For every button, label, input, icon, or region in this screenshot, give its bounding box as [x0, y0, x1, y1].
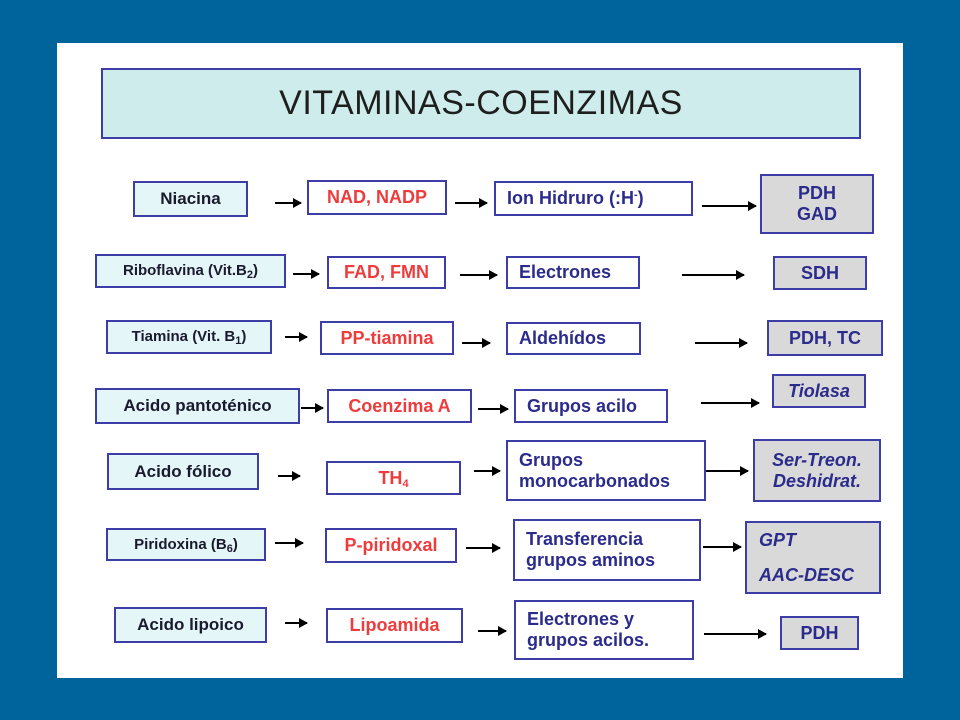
group-label: Electrones: [519, 262, 612, 283]
enzyme-box-ser-treon: Ser-Treon. Deshidrat.: [753, 439, 881, 502]
group-line: Grupos: [519, 449, 584, 470]
enzyme-line: Ser-Treon.: [772, 449, 862, 470]
coenzyme-label: TH4: [378, 467, 409, 490]
enzyme-line: AAC-DESC: [759, 564, 855, 585]
enzyme-box-pdh-gad: PDH GAD: [760, 174, 874, 234]
enzyme-box-pdh-tc: PDH, TC: [767, 320, 883, 356]
vitamin-box-acido-lipoico: Acido lipoico: [114, 607, 267, 643]
arrow: [285, 332, 308, 342]
group-box-grupos-monocarbonados: Grupos monocarbonados: [506, 440, 706, 501]
group-box-transferencia: Transferencia grupos aminos: [513, 519, 701, 581]
group-label: Grupos acilo: [527, 395, 638, 416]
coenzyme-box-p-piridoxal: P-piridoxal: [325, 528, 457, 563]
coenzyme-box-nad: NAD, NADP: [307, 180, 447, 215]
enzyme-line: PDH, TC: [789, 327, 861, 348]
arrow: [703, 542, 742, 552]
arrow: [695, 338, 748, 348]
arrow: [462, 338, 491, 348]
coenzyme-label: PP-tiamina: [340, 327, 434, 348]
group-box-electrones: Electrones: [506, 256, 640, 289]
enzyme-box-gpt: GPT AAC-DESC: [745, 521, 881, 594]
enzyme-box-pdh: PDH: [780, 616, 859, 650]
enzyme-line: PDH: [797, 183, 836, 204]
enzyme-line: GPT: [759, 529, 797, 550]
arrow: [278, 471, 301, 481]
vitamin-box-tiamina: Tiamina (Vit. B1): [106, 320, 272, 354]
coenzyme-label: Coenzima A: [348, 395, 451, 416]
group-label: Aldehídos: [519, 328, 607, 349]
coenzyme-label: Lipoamida: [349, 615, 440, 636]
coenzyme-box-pp-tiamina: PP-tiamina: [320, 321, 454, 355]
group-line: grupos aminos: [526, 550, 656, 570]
vitamin-box-acido-folico: Acido fólico: [107, 453, 259, 490]
group-line: Electrones y: [527, 609, 635, 630]
enzyme-line: SDH: [800, 262, 839, 283]
vitamin-label: Tiamina (Vit. B1): [131, 328, 247, 348]
group-line: Transferencia: [526, 529, 644, 550]
arrow: [701, 398, 760, 408]
enzyme-line: PDH: [800, 622, 839, 643]
arrow: [293, 269, 320, 279]
vitamin-label: Acido pantoténico: [123, 396, 272, 416]
enzyme-box-sdh: SDH: [773, 256, 867, 290]
arrow: [478, 404, 509, 414]
coenzyme-label: NAD, NADP: [326, 187, 427, 208]
arrow: [478, 626, 507, 636]
vitamin-box-riboflavina: Riboflavina (Vit.B2): [95, 254, 286, 288]
coenzyme-box-fad: FAD, FMN: [327, 256, 446, 289]
group-label: Ion Hidruro (:H-): [507, 188, 644, 209]
arrow: [275, 538, 304, 548]
vitamin-label: Piridoxina (B6): [134, 535, 238, 555]
arrow: [466, 543, 501, 553]
coenzyme-box-lipoamida: Lipoamida: [326, 608, 463, 643]
arrow: [702, 201, 757, 211]
arrow: [474, 466, 501, 476]
group-box-electrones-acilos: Electrones y grupos acilos.: [514, 600, 694, 660]
arrow: [706, 466, 749, 476]
arrow: [704, 629, 767, 639]
vitamin-box-piridoxina: Piridoxina (B6): [106, 528, 266, 561]
coenzyme-box-coenzima-a: Coenzima A: [327, 389, 472, 423]
enzyme-line: Tiolasa: [788, 380, 850, 401]
arrow: [285, 618, 308, 628]
enzyme-line: Deshidrat.: [772, 470, 861, 491]
arrow: [301, 403, 324, 413]
group-line: grupos acilos.: [527, 630, 650, 650]
vitamin-label: Acido fólico: [134, 461, 232, 481]
arrow: [460, 270, 498, 280]
group-box-aldehidos: Aldehídos: [506, 322, 641, 355]
group-box-grupos-acilo: Grupos acilo: [514, 389, 668, 423]
vitamin-label: Niacina: [160, 189, 221, 209]
vitamin-box-niacina: Niacina: [133, 181, 248, 217]
arrow: [455, 198, 488, 208]
group-line: monocarbonados: [519, 470, 671, 491]
vitamin-box-acido-pantotenico: Acido pantoténico: [95, 388, 300, 424]
vitamin-label: Acido lipoico: [137, 615, 244, 635]
enzyme-box-tiolasa: Tiolasa: [772, 374, 866, 408]
vitamin-label: Riboflavina (Vit.B2): [122, 262, 259, 282]
coenzyme-box-th4: TH4: [326, 461, 461, 495]
arrow: [275, 198, 302, 208]
coenzyme-label: P-piridoxal: [344, 535, 438, 556]
page-title: VITAMINAS-COENZIMAS: [279, 84, 683, 122]
enzyme-line: GAD: [797, 204, 837, 224]
title-box: VITAMINAS-COENZIMAS: [101, 68, 861, 139]
group-box-hidruro: Ion Hidruro (:H-): [494, 181, 693, 216]
arrow: [682, 270, 745, 280]
coenzyme-label: FAD, FMN: [344, 262, 429, 283]
